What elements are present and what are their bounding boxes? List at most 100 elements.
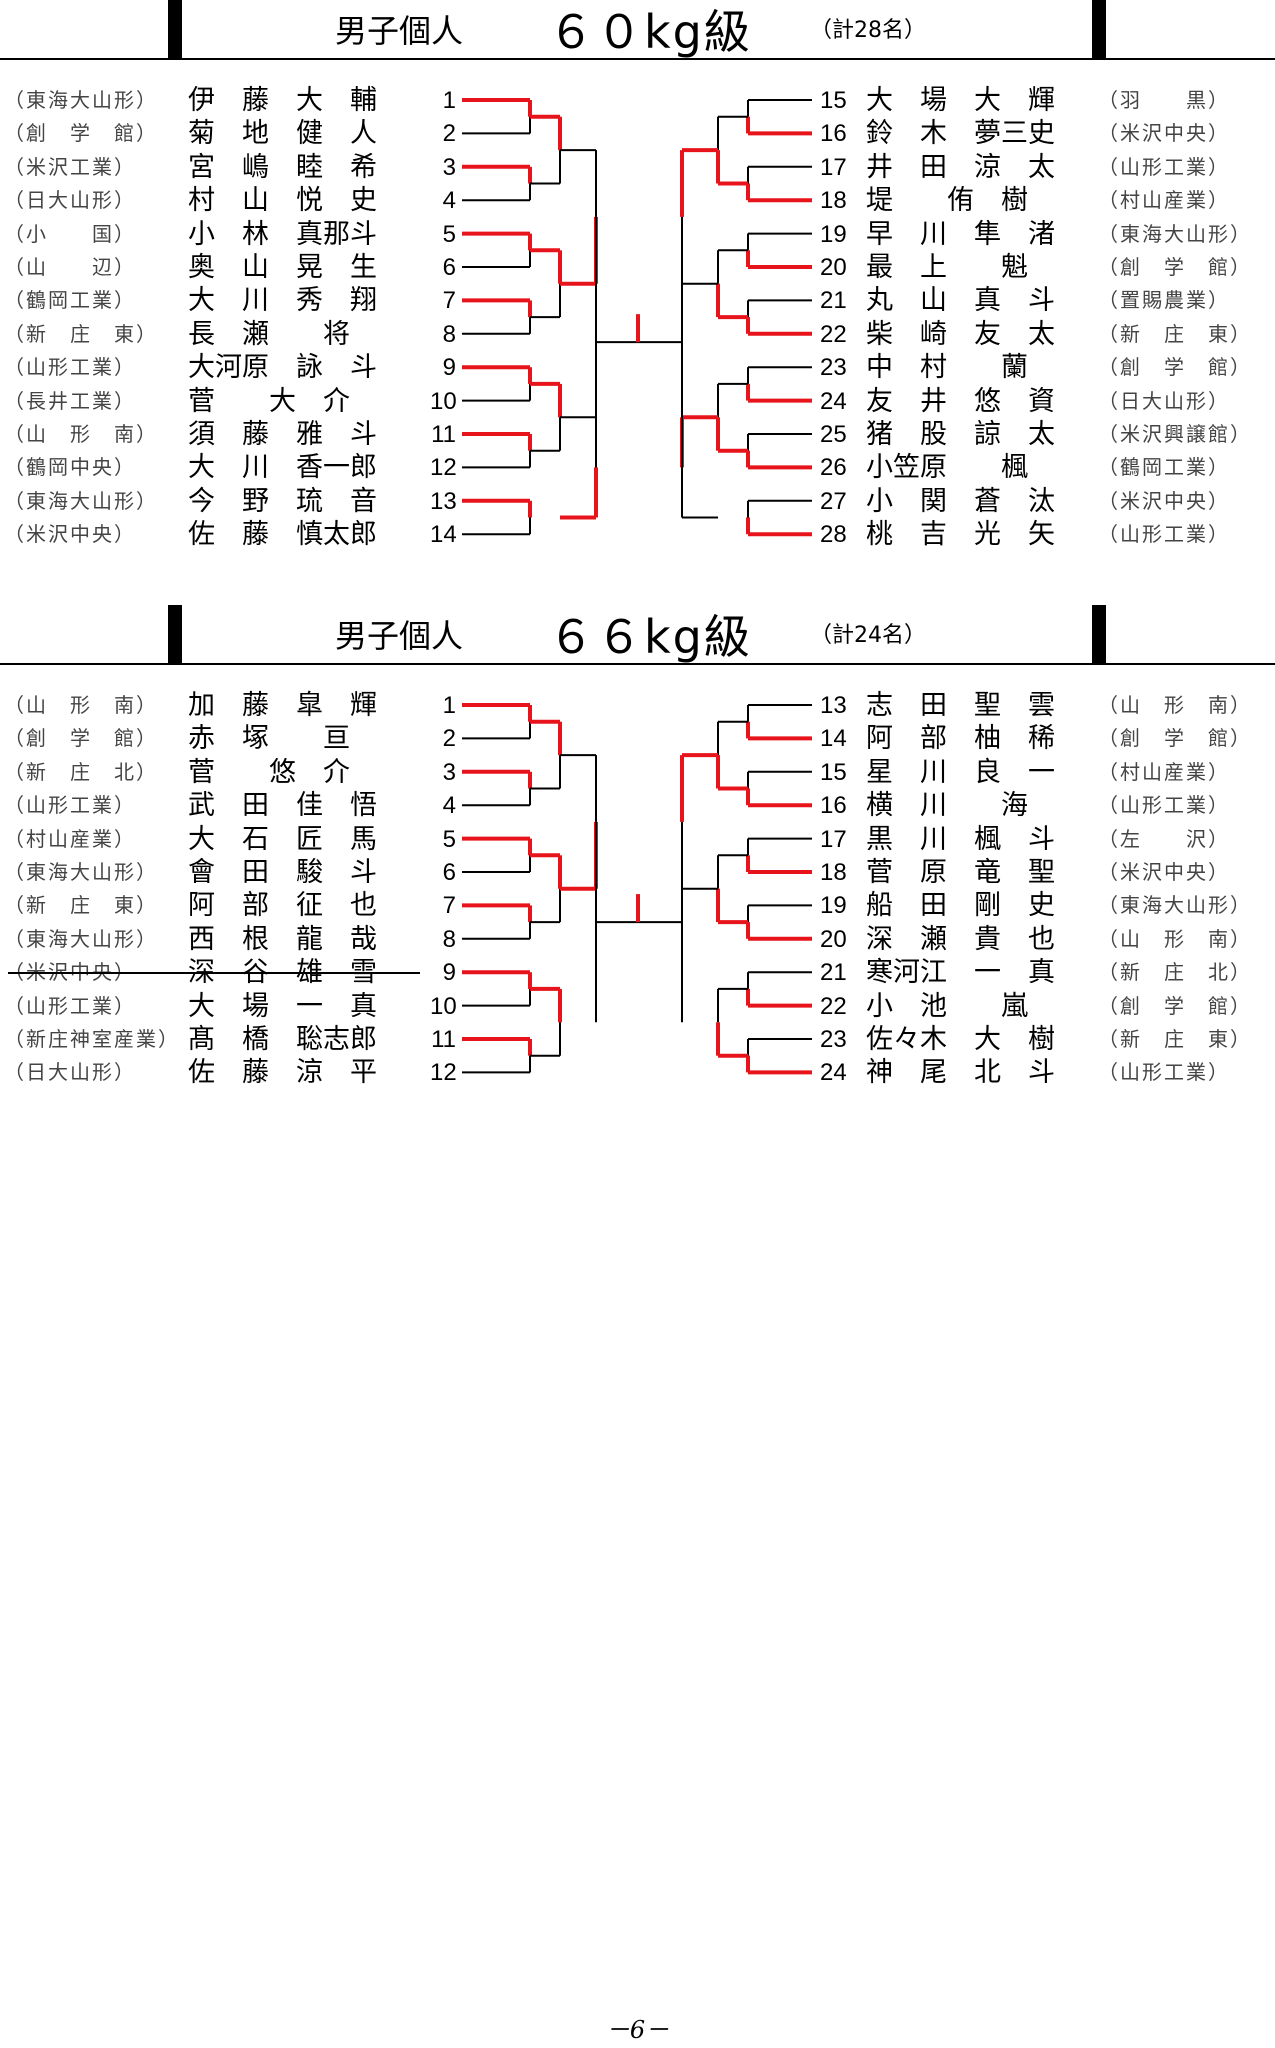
team-name: （日大山形） <box>4 188 136 213</box>
seed-number: 12 <box>430 1059 457 1087</box>
player-name: 寒河江 一 真 <box>866 957 1055 989</box>
seed-number: 2 <box>442 120 456 148</box>
player-name: 堤 侑 樹 <box>866 185 1028 217</box>
seed-number: 12 <box>430 454 457 482</box>
team-name: （新 庄 北） <box>4 759 158 784</box>
header-rule <box>0 58 1275 60</box>
team-name: （山形工業） <box>1098 154 1230 179</box>
player-name: 桃 吉 光 矢 <box>866 519 1055 551</box>
team-name: （長井工業） <box>4 388 136 413</box>
entry-right: 27 小 関 蒼 汰 （米沢中央） <box>0 485 1275 518</box>
player-name: 小 林 真那斗 <box>188 218 377 250</box>
seed-number: 2 <box>442 725 456 753</box>
team-name: （山 形 南） <box>1098 926 1252 951</box>
player-name: 奥 山 晃 生 <box>188 252 377 283</box>
team-name: （米沢興譲館） <box>1098 422 1252 446</box>
seed-number: 18 <box>820 187 847 215</box>
seed-number: 17 <box>820 153 847 181</box>
team-name: （山形工業） <box>4 993 136 1018</box>
team-name: （新庄神室産業） <box>4 1027 180 1051</box>
team-name: （東海大山形） <box>4 488 158 513</box>
team-name: （羽 黒） <box>1098 88 1230 112</box>
player-name: 加 藤 皐 輝 <box>188 690 377 721</box>
seed-number: 10 <box>430 387 457 415</box>
team-name: （米沢工業） <box>4 154 136 179</box>
entrant-count: （計24名） <box>810 623 926 648</box>
player-name: 阿 部 柚 稀 <box>866 723 1055 755</box>
seed-number: 24 <box>820 387 847 415</box>
seed-number: 19 <box>820 220 847 248</box>
team-name: （新 庄 東） <box>1098 1027 1252 1051</box>
header-bar-left <box>168 0 182 58</box>
seed-number: 27 <box>820 487 847 515</box>
team-name: （小 国） <box>4 221 136 246</box>
seed-number: 21 <box>820 287 847 315</box>
player-name: 大 川 秀 翔 <box>188 285 377 317</box>
seed-number: 9 <box>442 959 456 987</box>
team-name: （左 沢） <box>1098 826 1230 851</box>
section-title: 男子個人 <box>335 617 464 655</box>
player-name: 大 場 一 真 <box>188 990 377 1022</box>
team-name: （山形工業） <box>4 793 136 818</box>
player-name: 小 関 蒼 汰 <box>866 485 1055 517</box>
header-bar-right <box>1092 605 1106 663</box>
team-name: （創 学 館） <box>1098 355 1252 380</box>
seed-number: 1 <box>442 87 456 114</box>
team-name: （米沢中央） <box>1098 121 1230 146</box>
player-name: 赤 塚 亘 <box>188 723 350 755</box>
seed-number: 1 <box>442 692 456 719</box>
seed-number: 19 <box>820 892 847 920</box>
seed-number: 7 <box>442 892 456 920</box>
seed-number: 15 <box>820 758 847 786</box>
player-name: 星 川 良 一 <box>866 756 1055 788</box>
seed-number: 16 <box>820 792 847 820</box>
team-name: （米沢中央） <box>1098 860 1230 884</box>
team-name: （山 形 南） <box>4 693 158 717</box>
player-name: 阿 部 征 也 <box>188 890 377 922</box>
withdrawn-strike <box>8 972 420 975</box>
section-title: 男子個人 <box>335 12 464 50</box>
entrant-count: （計28名） <box>810 18 926 43</box>
header-bar-left <box>168 605 182 663</box>
player-name: 小笠原 楓 <box>866 452 1028 484</box>
team-name: （鶴岡中央） <box>4 455 136 480</box>
team-name: （鶴岡工業） <box>4 288 136 313</box>
team-name: （日大山形） <box>4 1060 136 1085</box>
player-name: 友 井 悠 資 <box>866 385 1055 417</box>
seed-number: 13 <box>430 487 457 515</box>
team-name: （村山産業） <box>4 826 136 851</box>
team-name: （米沢中央） <box>1098 488 1230 513</box>
player-name: 黒 川 楓 斗 <box>866 823 1055 855</box>
seed-number: 4 <box>442 187 456 215</box>
seed-number: 6 <box>442 859 456 886</box>
team-name: （鶴岡工業） <box>1098 455 1230 480</box>
seed-number: 13 <box>820 692 847 719</box>
team-name: （新 庄 東） <box>4 321 158 346</box>
player-name: 武 田 佳 悟 <box>188 790 377 822</box>
seed-number: 11 <box>431 1026 456 1053</box>
bracket-lines <box>462 703 812 1075</box>
